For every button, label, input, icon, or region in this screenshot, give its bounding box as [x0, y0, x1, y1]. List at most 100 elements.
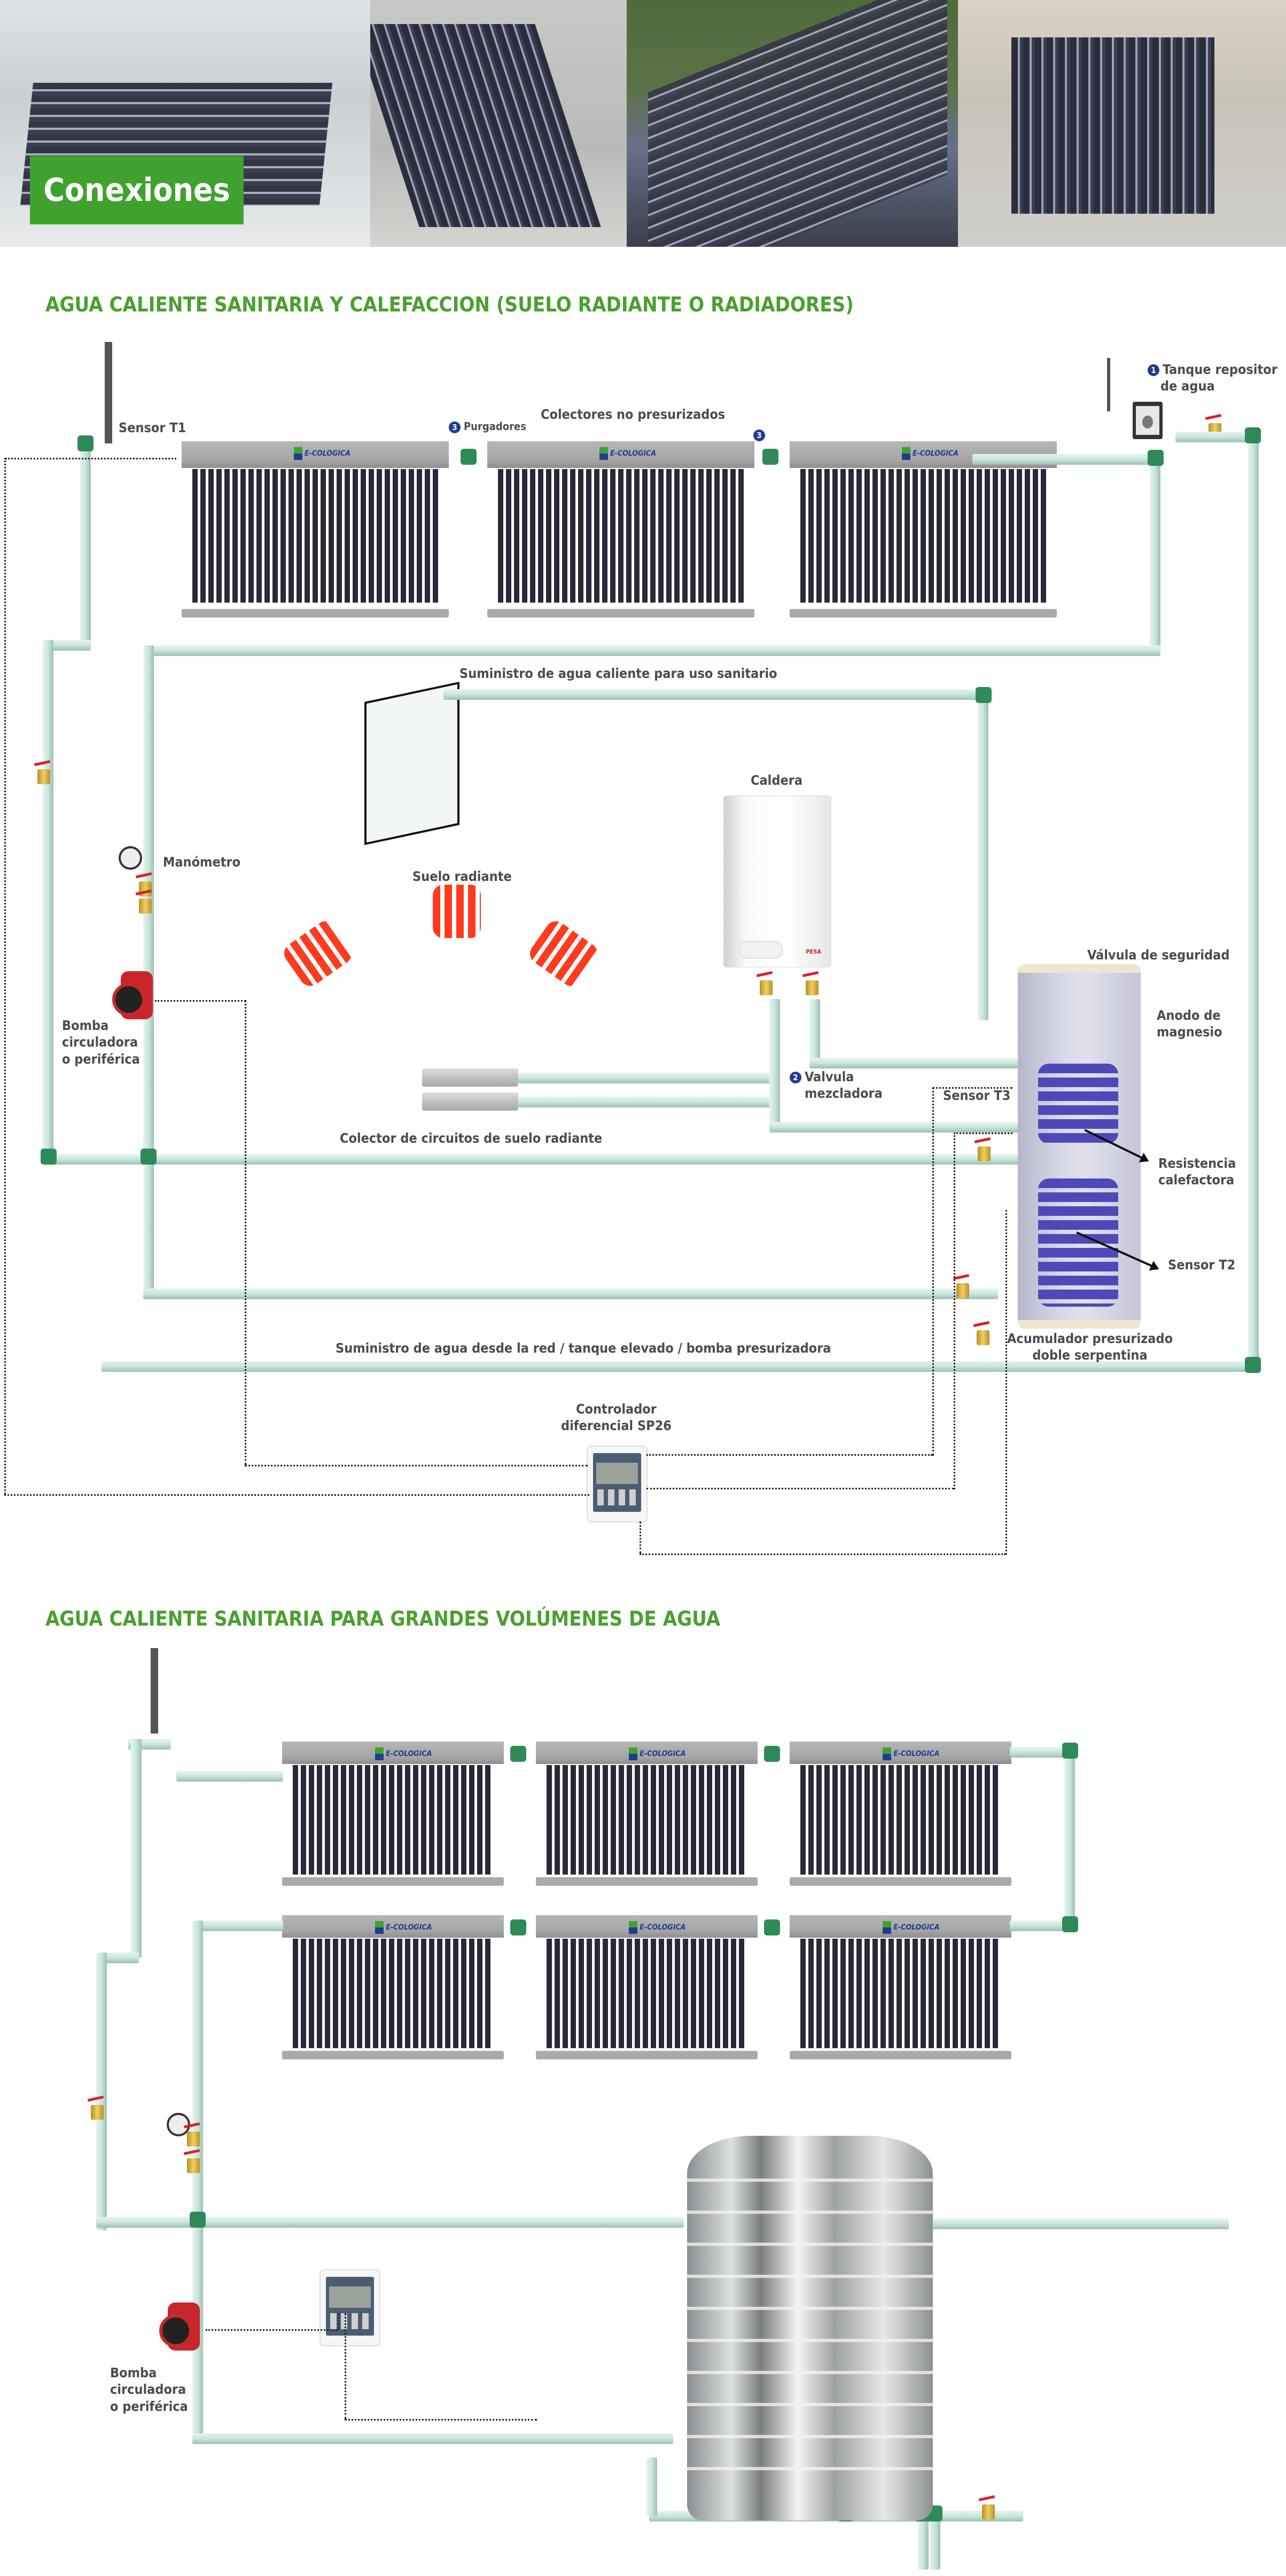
page-badge: Conexiones — [30, 156, 244, 224]
pipe — [1010, 1921, 1069, 1931]
label-valvula-seguridad: Válvula de seguridad — [1087, 947, 1230, 963]
ball-valve[interactable] — [978, 1146, 991, 1161]
pipe — [143, 1289, 998, 1299]
collector-photo-roof — [627, 0, 958, 247]
ball-valve[interactable] — [806, 980, 819, 995]
pipe — [96, 1953, 139, 1963]
vacuum-tubes — [1011, 37, 1214, 214]
ball-valve[interactable] — [956, 1283, 969, 1298]
pump-wire — [245, 1000, 246, 1465]
label-caldera: Caldera — [751, 772, 803, 788]
air-vent-valve — [461, 449, 477, 465]
pipe-fitting — [190, 2212, 206, 2228]
sensor-wire — [954, 1133, 955, 1489]
pipe — [131, 1739, 142, 1958]
sensor-wire — [640, 1554, 1006, 1555]
pipe — [769, 999, 780, 1133]
pipe — [518, 1097, 775, 1107]
sensor-wire — [646, 1454, 932, 1456]
pipe — [176, 1771, 283, 1782]
sensor-wire — [932, 1087, 934, 1456]
stainless-storage-tank — [687, 2136, 933, 2520]
label-suministro-red: Suministro de agua desde la red / tanque… — [336, 1340, 831, 1356]
ball-valve[interactable] — [760, 980, 773, 995]
pump-wire — [155, 1000, 246, 1002]
gas-boiler: PESA — [724, 796, 831, 967]
pump-wire — [338, 2313, 339, 2329]
pipe — [1010, 1747, 1069, 1758]
pipe — [518, 1073, 775, 1083]
sensor-t1-rod — [105, 342, 112, 443]
pipe — [96, 1953, 107, 2230]
vacuum-tubes — [800, 1939, 1001, 2048]
pipe-fitting — [976, 687, 992, 703]
differential-controller[interactable] — [321, 2270, 379, 2345]
brand-logo: E-COLOGICA — [629, 1921, 685, 1934]
pipe — [43, 1154, 1042, 1165]
brand-logo: E-COLOGICA — [599, 447, 656, 460]
solar-collector: E-COLOGICA — [790, 441, 1057, 618]
pipe-water-supply — [102, 1361, 1256, 1372]
pipe-fitting — [1245, 427, 1261, 443]
pipe — [769, 1122, 1036, 1133]
vacuum-tubes — [800, 1765, 1001, 1875]
pipe-fitting — [1062, 1743, 1078, 1759]
ball-valve[interactable] — [187, 2158, 200, 2173]
solar-collector: E-COLOGICA — [282, 1915, 504, 2059]
pipe — [96, 2217, 684, 2228]
differential-controller[interactable] — [588, 1447, 646, 1521]
label-suelo-radiante: Suelo radiante — [412, 869, 512, 884]
sensor-wire — [4, 1494, 589, 1496]
air-vent-valve — [762, 449, 778, 465]
label-sensor-t2: Sensor T2 — [1168, 1257, 1236, 1273]
brand-logo: E-COLOGICA — [375, 1747, 432, 1761]
sensor-wire — [954, 1133, 1012, 1134]
check-valve — [187, 2132, 200, 2146]
lower-coil — [1038, 1178, 1118, 1307]
ball-valve[interactable] — [139, 899, 152, 914]
pump-wire — [245, 1465, 588, 1466]
solar-collector: E-COLOGICA — [487, 441, 754, 618]
vacuum-tubes — [648, 0, 947, 247]
brand-logo: E-COLOGICA — [883, 1747, 939, 1761]
pipe-fitting — [141, 1149, 157, 1165]
pipe — [80, 443, 91, 646]
floor-heating-manifold — [422, 1092, 518, 1111]
pipe-hot-water — [443, 689, 988, 700]
brand-logo: E-COLOGICA — [629, 1747, 685, 1761]
pipe — [1248, 432, 1259, 1372]
pressurized-tank — [1018, 964, 1141, 1329]
label-sensor-t3: Sensor T3 — [943, 1088, 1011, 1103]
floor-heating-loop — [433, 885, 481, 938]
vacuum-tubes — [293, 1765, 493, 1875]
ball-valve[interactable] — [982, 2504, 995, 2519]
vacuum-tubes — [547, 1939, 747, 2048]
sensor-wire — [345, 2313, 346, 2419]
label-suministro-sanitario: Suministro de agua caliente para uso san… — [459, 666, 777, 681]
floor-heating-loop — [280, 917, 356, 990]
brand-logo: E-COLOGICA — [883, 1921, 939, 1934]
drain-valve[interactable] — [91, 2105, 104, 2120]
vacuum-tubes — [498, 469, 744, 603]
air-vent-valve — [764, 1919, 780, 1935]
label-sensor-t1: Sensor T1 — [119, 420, 186, 435]
air-vent-valve — [510, 1746, 526, 1762]
vent-rod — [1107, 358, 1110, 411]
vacuum-tubes — [800, 469, 1046, 603]
refill-tank — [1133, 402, 1163, 439]
solar-collector: E-COLOGICA — [790, 1915, 1011, 2059]
vacuum-tubes — [293, 1939, 493, 2048]
section-title-heating: AGUA CALIENTE SANITARIA Y CALEFACCION (S… — [45, 293, 854, 316]
circulation-pump — [112, 971, 160, 1019]
brand-logo: E-COLOGICA — [902, 447, 958, 460]
pipe-hot-water — [978, 689, 988, 1020]
ball-valve[interactable] — [977, 1330, 989, 1345]
drain-valve[interactable] — [37, 769, 50, 784]
solar-collector: E-COLOGICA — [536, 1742, 758, 1886]
pipe — [1150, 454, 1160, 652]
